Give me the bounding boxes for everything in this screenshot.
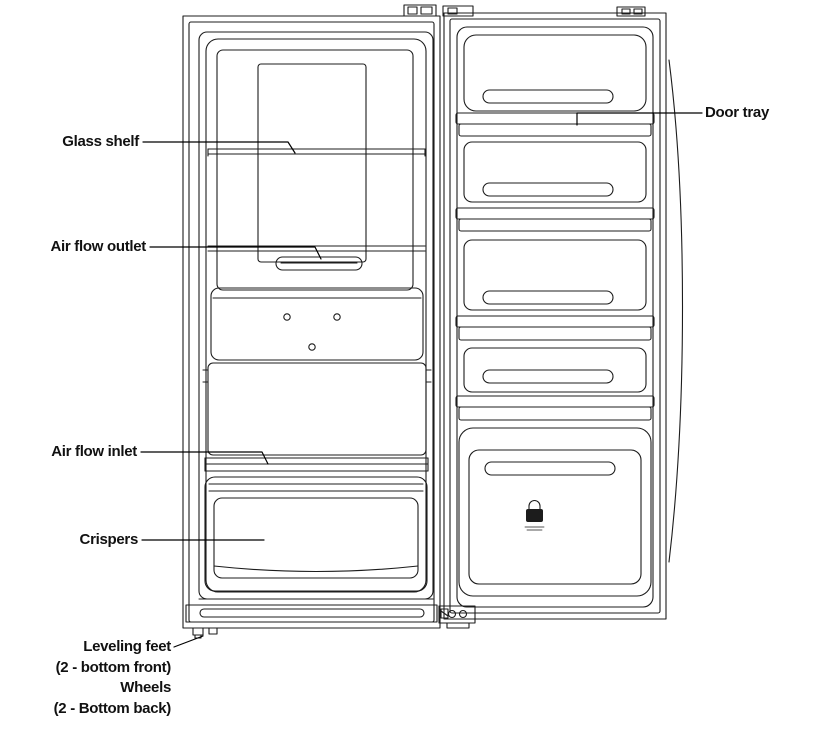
crispers-label: Crispers	[79, 531, 139, 548]
door-tray-4	[455, 395, 655, 421]
lock-icon	[524, 500, 545, 531]
top-hinge	[403, 4, 474, 17]
door-panel-3	[463, 239, 647, 311]
air-flow-outlet	[275, 256, 363, 271]
glass-shelf	[207, 148, 426, 157]
door-slot-1	[482, 89, 614, 104]
wheels-label: Wheels	[120, 679, 171, 696]
leveling-feet-callout	[173, 635, 204, 648]
door-slot-4	[482, 369, 614, 384]
lower-panel	[202, 362, 432, 456]
leveling-feet-note: (2 - bottom front)	[55, 658, 172, 676]
door-panel-4	[463, 347, 647, 393]
door-slot-2	[482, 182, 614, 197]
air-flow-outlet-callout	[149, 246, 322, 260]
feet-wheels-label-block: Leveling feet (2 - bottom front) Wheels …	[53, 637, 172, 719]
air-flow-outlet-label: Air flow outlet	[50, 238, 147, 255]
base-grille	[185, 598, 438, 623]
back-recess-panel	[257, 63, 367, 263]
leveling-feet	[192, 627, 218, 639]
door-tray-2	[455, 207, 655, 232]
door-tray-1	[455, 112, 655, 137]
door	[443, 6, 684, 620]
glass-shelf-label: Glass shelf	[62, 133, 139, 150]
door-tray-callout	[576, 112, 703, 126]
door-edge-curve	[668, 59, 684, 563]
door-panel-2	[463, 141, 647, 203]
door-tray-3	[455, 315, 655, 341]
air-flow-inlet-callout	[140, 451, 269, 465]
door-top-cap	[616, 6, 646, 17]
air-flow-inlet	[204, 457, 429, 472]
mid-panel	[210, 287, 424, 361]
leveling-feet-label: Leveling feet	[83, 638, 171, 655]
callouts	[140, 112, 703, 648]
cabinet	[182, 4, 476, 639]
door-slot-3	[482, 290, 614, 305]
door-tray-label: Door tray	[705, 104, 769, 121]
air-flow-inlet-label: Air flow inlet	[51, 443, 137, 460]
door-panel-1	[463, 34, 647, 112]
wheels-note: (2 - Bottom back)	[53, 699, 172, 717]
crisper-drawer	[204, 476, 428, 592]
glass-shelf-callout	[142, 141, 296, 154]
door-bottom-bin	[458, 427, 652, 597]
back-panel	[216, 49, 414, 291]
